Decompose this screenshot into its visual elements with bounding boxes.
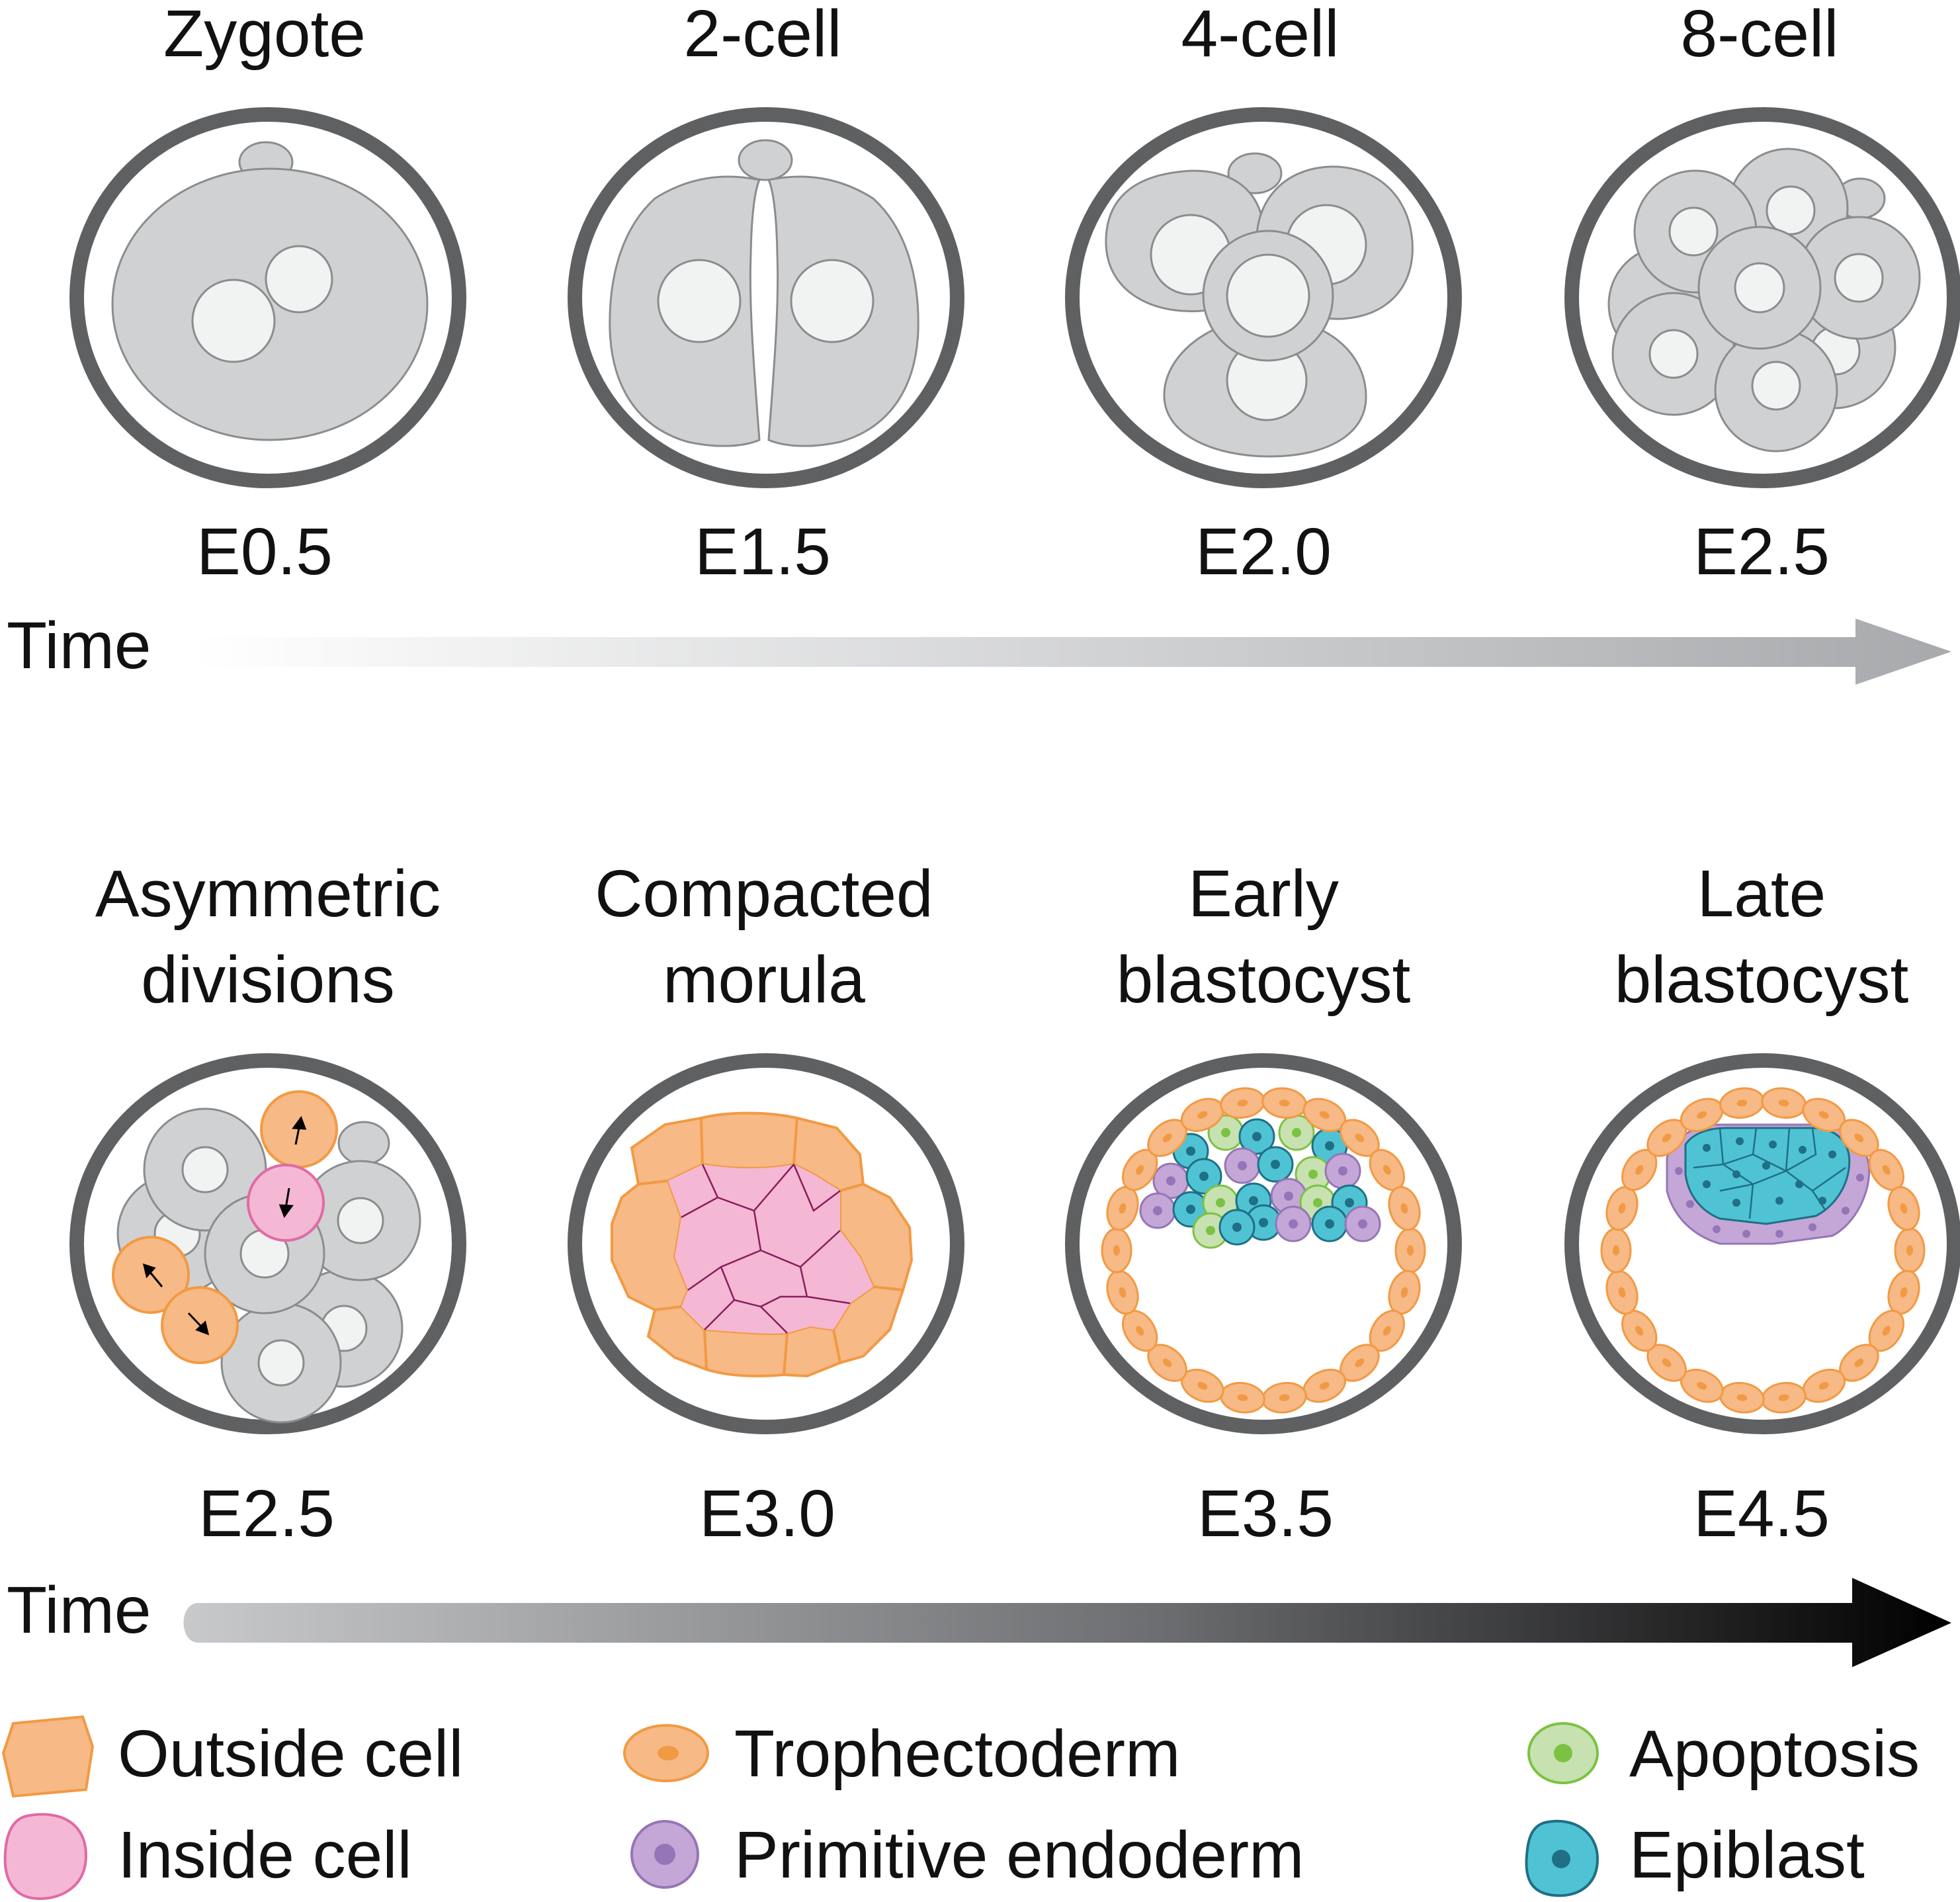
trophectoderm-cell [1340,1344,1380,1382]
stage-title-early-blastocyst-2: blastocyst [1117,943,1411,1017]
stage-time-early-blastocyst: E3.5 [1197,1477,1334,1551]
polar-body [1227,152,1283,195]
stage-time-zygote: E0.5 [196,515,333,589]
nucleus [657,259,742,343]
legend-item-outside-cell: Outside cell [1,1715,463,1798]
embryo-2-cell [568,107,964,488]
stage-title-asymmetric-divisions-2: divisions [141,943,395,1017]
inside-cell-mass [668,1164,873,1334]
primitive-endoderm-cell [1139,1192,1176,1229]
stage-title-asymmetric-divisions: Asymmetric [95,857,441,931]
stage-time-8-cell: E2.5 [1693,515,1830,589]
pronucleus [265,245,333,314]
stage-title-compacted-morula-2: morula [663,943,865,1017]
legend-label-apoptosis: Apoptosis [1629,1717,1920,1791]
legend-item-epiblast: Epiblast [1525,1818,1865,1897]
trophectoderm-cell [1101,1227,1132,1274]
trophectoderm-ring [1600,1087,1926,1414]
epiblast-cell [1245,1204,1282,1241]
stage-title-late-blastocyst-2: blastocyst [1615,943,1909,1017]
stage-title-8-cell: 8-cell [1681,0,1839,71]
primitive-endoderm-cell [1275,1205,1312,1242]
epiblast-cell [1311,1205,1348,1242]
legend-label-outside-cell: Outside cell [118,1717,463,1791]
trophectoderm-cell [1839,1344,1879,1382]
trophectoderm-cell [1868,1309,1905,1352]
trophectoderm-cell [1121,1309,1158,1352]
primitive-endoderm-cell [1324,1152,1361,1189]
legend-item-inside-cell: Inside cell [3,1813,412,1901]
legend: Outside cell Inside cell Trophectoderm P… [1,1715,1920,1901]
nucleus [790,259,874,343]
embryo-zygote [69,107,466,488]
time-axis-label-2: Time [7,1573,151,1647]
polar-body [738,139,793,181]
trophectoderm-cell [1887,1186,1920,1231]
outside-cell-swatch [1,1715,95,1798]
outside-cell [112,1236,190,1314]
stage-time-asymmetric-divisions: E2.5 [198,1477,335,1551]
embryo-4-cell [1065,107,1462,488]
stage-title-2-cell: 2-cell [684,0,842,71]
trophectoderm-cell [1802,1368,1846,1403]
legend-label-primitive-endoderm: Primitive endoderm [734,1818,1304,1892]
primitive-endoderm-cell [1344,1205,1381,1242]
legend-label-inside-cell: Inside cell [118,1818,412,1892]
trophectoderm-cell [1621,1148,1658,1191]
embryo-8-cell [1564,107,1960,488]
trophectoderm-ring [1101,1087,1426,1414]
epiblast-cell [1257,1146,1294,1183]
outside-cell [703,1328,789,1377]
embryo-late-blastocyst [1564,1053,1960,1434]
time-arrow-bottom [183,1578,1951,1667]
trophectoderm-cell [1600,1227,1632,1274]
trophectoderm-cell [1388,1270,1421,1315]
trophectoderm-cell [1761,1381,1807,1414]
outside-cell [831,1285,905,1365]
epiblast-cell [1238,1118,1275,1155]
outside-cell [699,1111,799,1170]
stage-title-zygote: Zygote [163,0,366,71]
inner-cell-mass [1139,1114,1381,1249]
trophectoderm-cell [1180,1098,1224,1133]
trophectoderm-cell [1261,1381,1307,1414]
trophectoderm-cell [1388,1186,1421,1231]
epiblast-mass [1684,1127,1851,1225]
embryo-early-blastocyst [1065,1053,1462,1434]
stage-time-compacted-morula: E3.0 [699,1477,835,1551]
stage-time-2-cell: E1.5 [695,515,831,589]
inside-cell-swatch [3,1813,88,1901]
trophectoderm-cell [1605,1270,1639,1315]
trophectoderm-cell [1369,1309,1406,1352]
trophectoderm-cell [1394,1227,1426,1274]
stage-time-late-blastocyst: E4.5 [1693,1477,1830,1551]
primitive-endoderm-cell [1224,1147,1261,1184]
stage-title-compacted-morula: Compacted [595,857,933,931]
trophectoderm-cell [1894,1227,1926,1274]
polar-body [337,1121,390,1166]
legend-item-trophectoderm: Trophectoderm [623,1717,1180,1791]
legend-label-epiblast: Epiblast [1629,1818,1865,1892]
stage-title-4-cell: 4-cell [1181,0,1340,71]
legend-item-apoptosis: Apoptosis [1527,1717,1920,1791]
outside-cell [611,1179,690,1312]
stage-title-early-blastocyst: Early [1188,857,1339,931]
stage-title-late-blastocyst: Late [1697,857,1826,931]
time-arrow-top [195,619,1951,685]
pronucleus [191,279,276,363]
embryo-compacted-morula [568,1053,964,1434]
time-axis-label: Time [7,609,151,683]
apoptotic-cell [1192,1212,1229,1249]
trophectoderm-cell [1680,1368,1724,1403]
legend-label-trophectoderm: Trophectoderm [734,1717,1180,1791]
stage-time-4-cell: E2.0 [1195,515,1332,589]
legend-item-primitive-endoderm: Primitive endoderm [630,1818,1304,1892]
embryo-asymmetric-divisions [69,1053,466,1434]
epiblast-cell [1185,1158,1222,1195]
epiblast-cell [1218,1209,1256,1246]
